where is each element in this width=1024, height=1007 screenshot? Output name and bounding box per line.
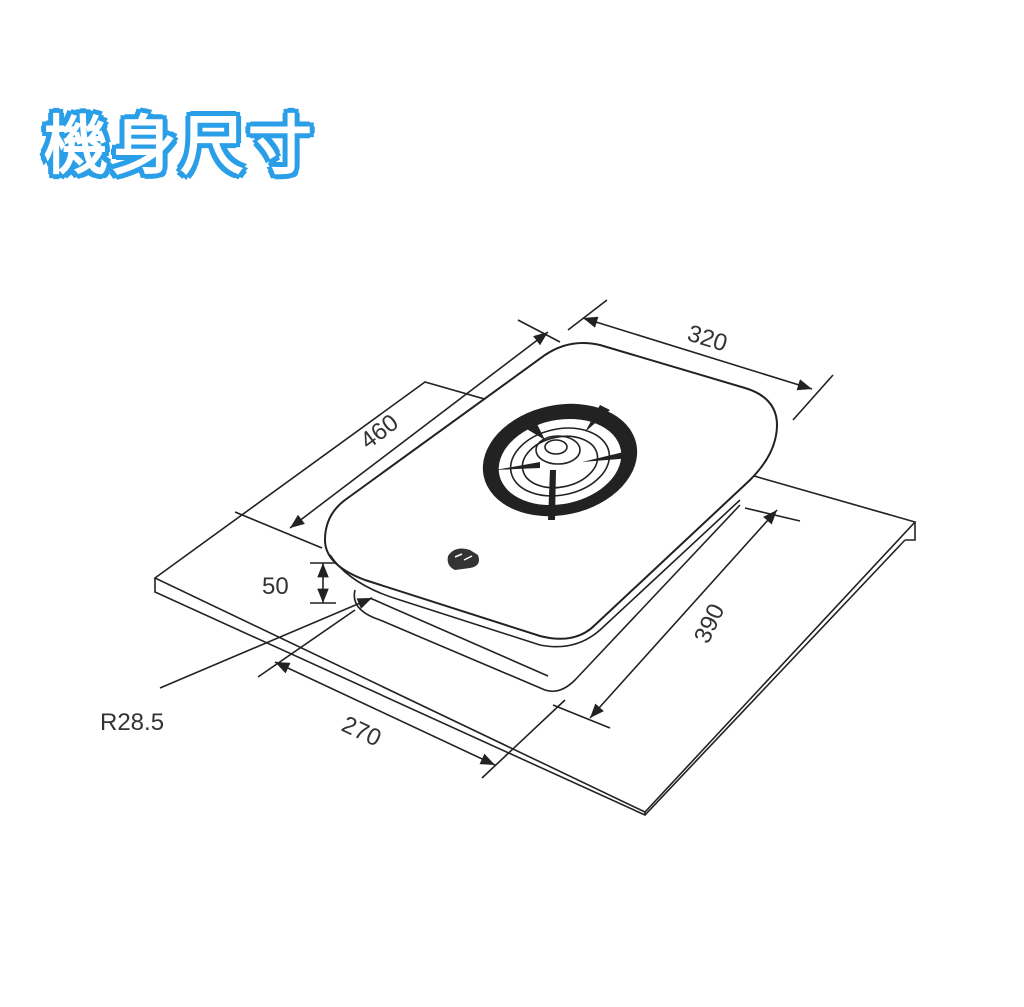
cooktop-body xyxy=(353,504,741,693)
dimension-radius-label: R28.5 xyxy=(100,709,164,736)
dimension-cutout-width-label: 270 xyxy=(337,711,385,752)
control-knob-icon xyxy=(447,548,479,570)
dimension-height-label: 50 xyxy=(262,573,289,600)
dimension-cutout-width: 270 xyxy=(257,609,566,779)
dimension-height: 50 xyxy=(262,562,336,604)
dimension-cutout-depth-label: 390 xyxy=(689,600,730,648)
dimension-width: 320 xyxy=(567,299,834,421)
dimension-radius: R28.5 xyxy=(100,597,373,736)
page-title: 機身尺寸 xyxy=(44,110,316,184)
